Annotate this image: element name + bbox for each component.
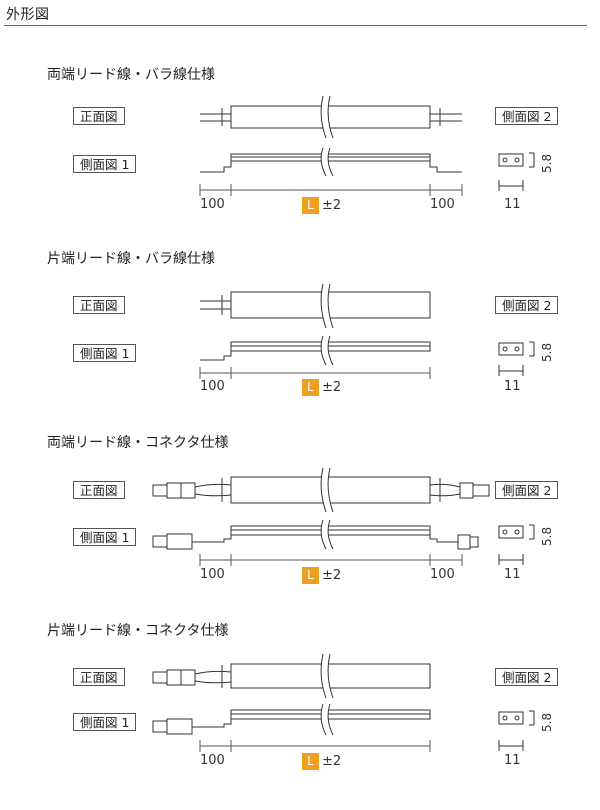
lead-length-right: 100 [430, 567, 455, 582]
section-title: 両端リード線・バラ線仕様 [47, 67, 215, 83]
width-dimension: 11 [504, 197, 521, 212]
lead-length-left: 100 [200, 753, 225, 768]
side-view-1-label: 側面図 1 [73, 528, 137, 546]
front-view-bar [200, 105, 462, 129]
section-title: 片端リード線・コネクタ仕様 [47, 623, 229, 639]
front-view-label: 正面図 [73, 668, 125, 686]
length-tolerance: ±2 [322, 198, 342, 213]
height-dimension: 5.8 [540, 153, 554, 173]
section-one-wire: 片端リード線・バラ線仕様 正面図 側面図 1 側面図 2 [0, 248, 600, 438]
length-badge: L [302, 197, 319, 214]
length-badge: L [302, 379, 319, 396]
both-connector-drawing [152, 467, 535, 566]
side-view-2-label: 側面図 2 [495, 296, 559, 314]
side-view-1-label: 側面図 1 [73, 155, 137, 173]
side-view-2-label: 側面図 2 [495, 107, 559, 125]
dimension-line [199, 184, 463, 196]
side-view-1-label: 側面図 1 [73, 713, 137, 731]
lead-length-left: 100 [200, 567, 225, 582]
side-view-2-label: 側面図 2 [495, 668, 559, 686]
side-view-2-label: 側面図 2 [495, 481, 559, 499]
end-view [498, 152, 535, 191]
length-badge: L [302, 567, 319, 584]
both-wire-drawing [199, 95, 535, 196]
section-both-wire: 両端リード線・バラ線仕様 正面図 側面図 1 側面図 2 [0, 64, 600, 254]
side-view-bar [200, 153, 462, 173]
front-view-label: 正面図 [73, 296, 125, 314]
section-both-connector: 両端リード線・コネクタ仕様 正面図 側面図 1 側面図 2 [0, 432, 600, 622]
height-dimension: 5.8 [540, 526, 554, 546]
lead-length-left: 100 [200, 197, 225, 212]
title-divider [4, 25, 587, 26]
front-view-label: 正面図 [73, 481, 125, 499]
width-dimension: 11 [504, 753, 521, 768]
section-title: 両端リード線・コネクタ仕様 [47, 435, 229, 451]
front-view-label: 正面図 [73, 107, 125, 125]
lead-length-right: 100 [430, 197, 455, 212]
section-one-connector: 片端リード線・コネクタ仕様 正面図 側面図 1 側面図 2 [0, 620, 600, 810]
side-view-1-label: 側面図 1 [73, 344, 137, 362]
section-title: 片端リード線・バラ線仕様 [47, 251, 215, 267]
height-dimension: 5.8 [540, 342, 554, 362]
length-tolerance: ±2 [322, 568, 342, 583]
width-dimension: 11 [504, 379, 521, 394]
one-wire-drawing [199, 283, 535, 379]
height-dimension: 5.8 [540, 712, 554, 732]
one-connector-drawing [152, 653, 535, 752]
lead-length-left: 100 [200, 379, 225, 394]
width-dimension: 11 [504, 567, 521, 582]
length-badge: L [302, 753, 319, 770]
break-mark [320, 95, 334, 139]
length-tolerance: ±2 [322, 754, 342, 769]
length-tolerance: ±2 [322, 380, 342, 395]
page-title: 外形図 [6, 7, 50, 23]
